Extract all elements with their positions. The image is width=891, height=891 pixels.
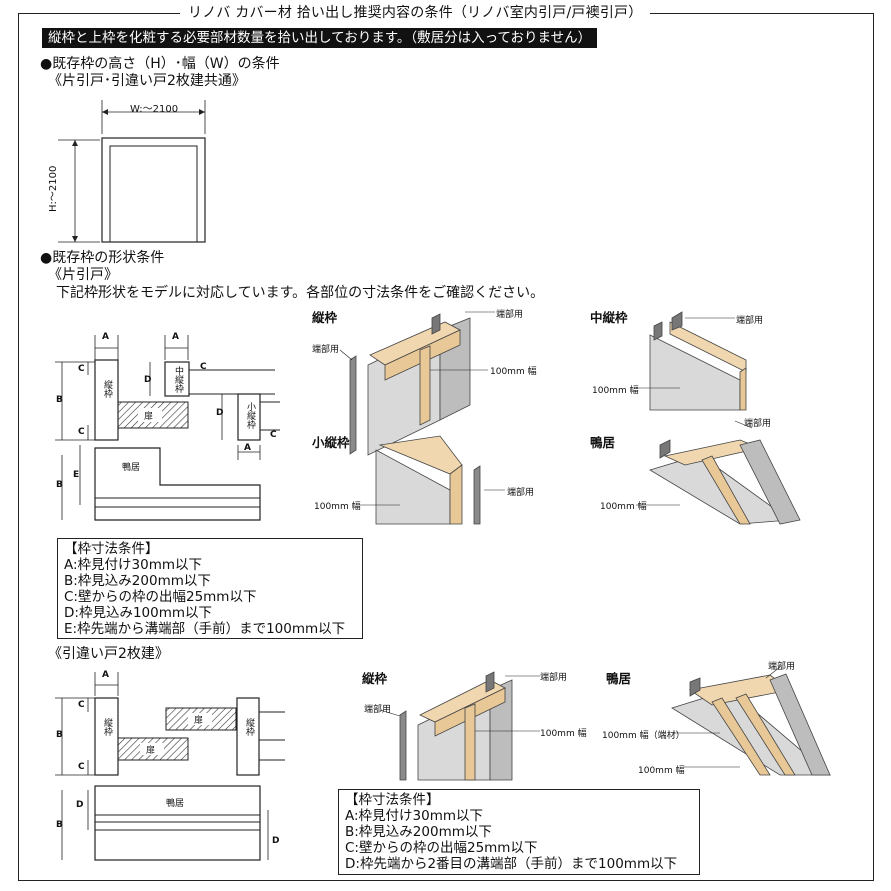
condition-item: B:枠見込み200mm以下 [64,573,211,589]
part2-kamoi-title: 鴨居 [606,671,632,686]
part-tatewaku-tanbu1: 端部用 [496,310,524,320]
dim-c3: C [200,362,207,372]
dim2-a: A [102,670,109,680]
section2-note: 下記枠形状をモデルに対応しています。各部位の寸法条件をご確認ください。 [56,285,545,301]
condition-item: A:枠見付け30mm以下 [345,808,484,824]
section2-heading: ●既存枠の形状条件 [40,250,165,266]
condition-item: D:枠先端から2番目の溝端部（手前）まで100mm以下 [345,856,678,872]
dim2-c2: C [78,762,85,772]
plan2-tatewaku-left: 縦枠 [102,718,112,736]
part-nakatatewaku-title: 中縦枠 [590,310,628,325]
plan-tatewaku-label: 縦枠 [102,380,112,398]
dim2-c1: C [78,700,85,710]
part-kotatewaku-tanbu: 端部用 [507,488,535,498]
part-kotatewaku-100mm: 100mm 幅 [314,502,361,512]
condition-item: C:壁からの枠の出幅25mm以下 [64,589,257,605]
part-kamoi-title: 鴨居 [590,435,616,450]
part2-kamoi-100mm-tanzai: 100mm 幅（端材） [602,731,685,741]
conditions-title: 【枠寸法条件】 [64,541,159,557]
dim-b1: B [56,395,63,405]
plan2-door2: 扉 [146,746,156,756]
dim-c2: C [78,427,85,437]
part-tatewaku-tanbu2: 端部用 [312,345,340,355]
plan-kotatewaku-label: 小縦枠 [245,402,255,429]
condition-item: E:枠先端から溝端部（手前）まで100mm以下 [64,621,346,637]
section1-heading: ●既存枠の高さ（H）･幅（W）の条件 [40,56,280,72]
plan-door-label: 扉 [144,412,154,422]
dim2-d1: D [76,800,84,810]
page-title: リノバ カバー材 拾い出し推奨内容の条件（リノバ室内引戸/戸襖引戸） [180,2,651,24]
dim-c1: C [78,364,85,374]
condition-item: B:枠見込み200mm以下 [345,824,492,840]
part2-tatewaku-tanbu2: 端部用 [364,705,392,715]
dim2-b2: B [56,820,63,830]
part2-kamoi-100mm: 100mm 幅 [638,766,685,776]
conditions-title: 【枠寸法条件】 [345,792,440,808]
banner: 縦枠と上枠を化粧する必要部材数量を拾い出しております。（敷居分は入っておりません… [42,28,598,48]
conditions-box-hikichigai: 【枠寸法条件】 A:枠見付け30mm以下 B:枠見込み200mm以下 C:壁から… [338,789,700,875]
part-nakatatewaku-tanbu: 端部用 [736,316,764,326]
conditions-box-katabiki: 【枠寸法条件】 A:枠見付け30mm以下 B:枠見込み200mm以下 C:壁から… [57,538,363,639]
part-tatewaku-100mm: 100mm 幅 [490,367,537,377]
section1-sub: 《片引戸･引違い戸2枚建共通》 [48,73,246,89]
w-label: W:～2100 [130,104,179,115]
condition-item: D:枠見込み100mm以下 [64,605,213,621]
section2-sub: 《片引戸》 [48,267,118,283]
section3-sub: 《引違い戸2枚建》 [48,646,169,662]
plan-nakatatewaku-label: 中縦枠 [173,366,183,393]
dim-c4: C [270,430,277,440]
dim-b2: B [56,480,63,490]
plan2-door1: 扉 [194,716,204,726]
dim-d2: D [216,408,224,418]
part2-tatewaku-100mm: 100mm 幅 [540,729,587,739]
part-nakatatewaku-100mm: 100mm 幅 [592,386,639,396]
dim2-d2: D [272,836,280,846]
dim-e: E [73,470,80,480]
dim-a2: A [172,332,179,342]
part-kamoi-tanbu: 端部用 [744,419,772,429]
dim-a1: A [102,332,109,342]
part2-tatewaku-title: 縦枠 [362,671,388,686]
plan-kamoi-label: 鴨居 [122,463,141,473]
condition-item: A:枠見付け30mm以下 [64,557,203,573]
dim-a3: A [244,443,251,453]
plan2-tatewaku-right: 縦枠 [244,718,254,736]
dim2-b1: B [56,730,63,740]
part-tatewaku-title: 縦枠 [312,310,338,325]
condition-item: C:壁からの枠の出幅25mm以下 [345,840,538,856]
dim-d1: D [144,375,152,385]
part2-kamoi-tanbu: 端部用 [768,662,796,672]
part2-tatewaku-tanbu1: 端部用 [540,673,568,683]
plan2-kamoi: 鴨居 [166,799,185,809]
part-kamoi-100mm: 100mm 幅 [600,502,647,512]
part-kotatewaku-title: 小縦枠 [312,435,350,450]
